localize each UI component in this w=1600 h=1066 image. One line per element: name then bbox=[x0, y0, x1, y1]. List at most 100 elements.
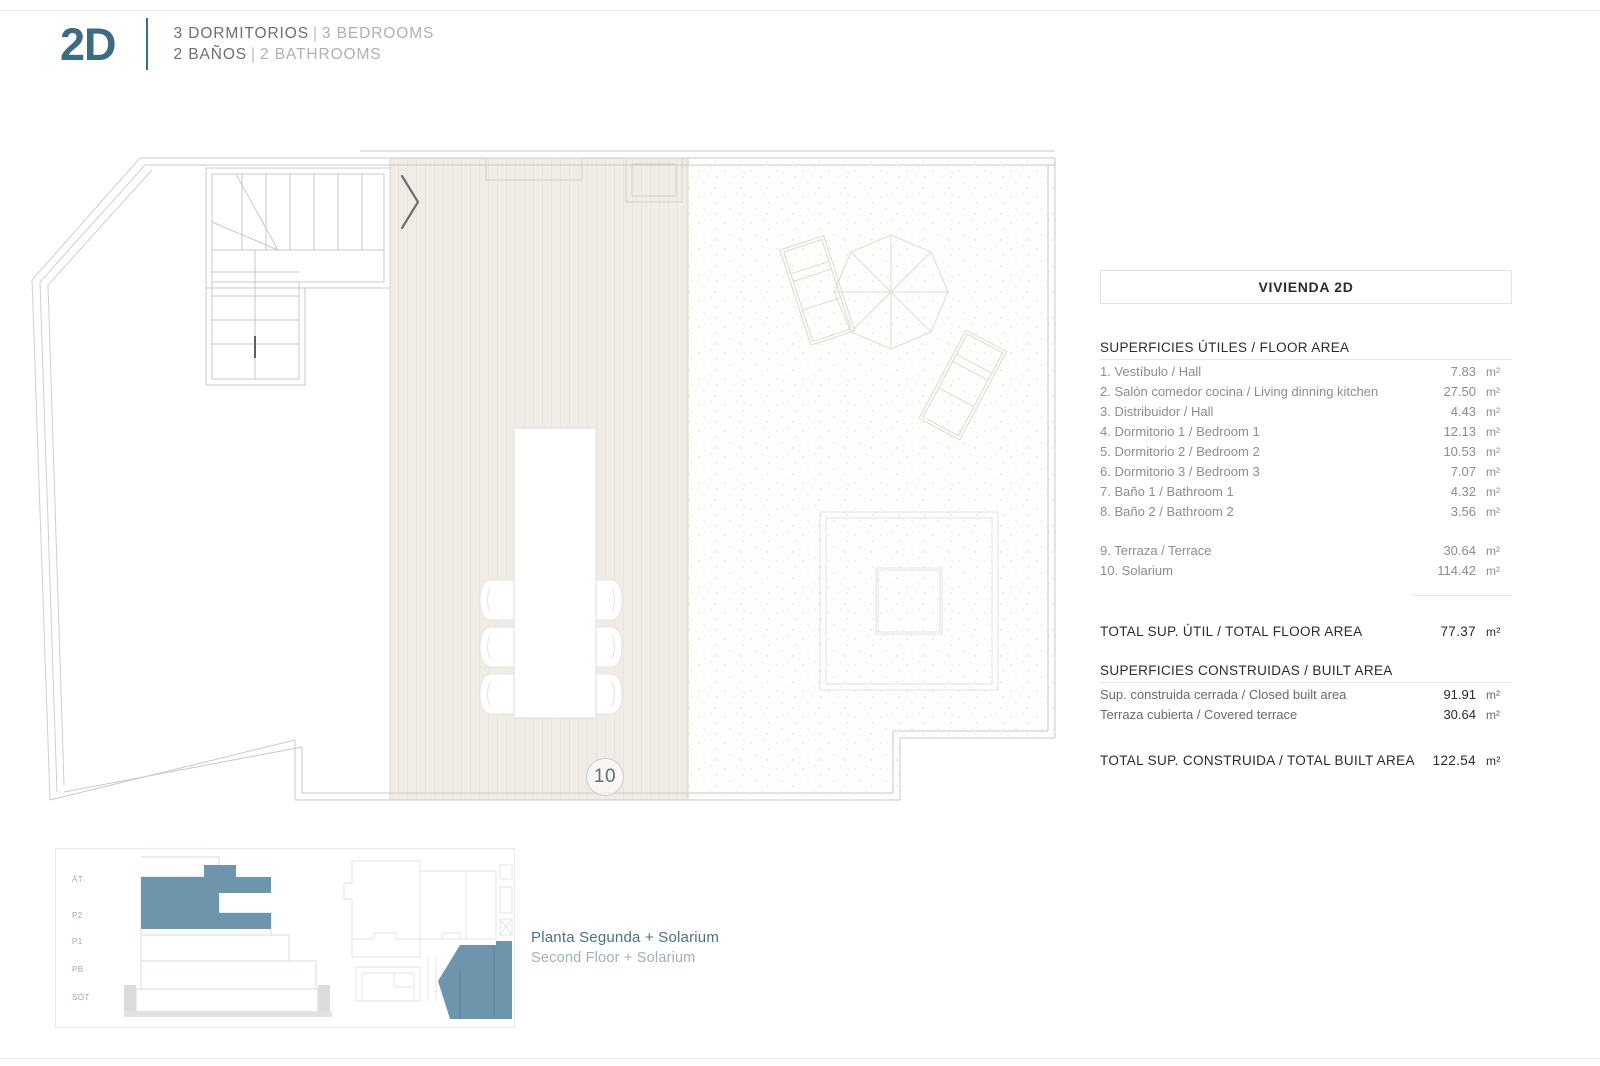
room-unit: m² bbox=[1486, 465, 1500, 479]
built-value: 30.64 bbox=[1443, 707, 1476, 722]
outdoor-unit: m² bbox=[1486, 564, 1500, 578]
room-unit: m² bbox=[1486, 425, 1500, 439]
bathrooms-en: 2 BATHROOMS bbox=[259, 46, 382, 63]
roof-feature bbox=[819, 511, 999, 691]
basement-block bbox=[124, 985, 332, 1017]
room-label: 2. Salón comedor cocina / Living dinning… bbox=[1100, 384, 1379, 399]
room-number-badge: 10 bbox=[586, 758, 624, 796]
bedrooms-separator: | bbox=[312, 25, 318, 42]
west-boundary-wall bbox=[31, 157, 153, 801]
total-built-value: 122.54 bbox=[1432, 753, 1476, 768]
spec-row: 8. Baño 2 / Bathroom 2 3.56 m² bbox=[1100, 502, 1512, 522]
room-label: 6. Dormitorio 3 / Bedroom 3 bbox=[1100, 464, 1260, 479]
built-label: Sup. construida cerrada / Closed built a… bbox=[1100, 687, 1347, 702]
floor-label-attic: ÁT. bbox=[72, 875, 85, 884]
bedrooms-line: 3 DORMITORIOS|3 BEDROOMS bbox=[174, 23, 435, 44]
solarium-surface bbox=[688, 158, 1055, 800]
room-unit: m² bbox=[1486, 405, 1500, 419]
floor-area-section: SUPERFICIES ÚTILES / FLOOR AREA 1. Vestí… bbox=[1100, 340, 1512, 643]
room-value: 4.32 bbox=[1450, 484, 1476, 499]
terrace-edges bbox=[389, 158, 689, 800]
room-unit: m² bbox=[1486, 365, 1500, 379]
caption-es: Planta Segunda + Solarium bbox=[531, 929, 720, 946]
room-unit: m² bbox=[1486, 445, 1500, 459]
spec-row: Sup. construida cerrada / Closed built a… bbox=[1100, 685, 1512, 705]
spec-row: 6. Dormitorio 3 / Bedroom 3 7.07 m² bbox=[1100, 462, 1512, 482]
room-value: 7.83 bbox=[1450, 364, 1476, 379]
highlighted-floors bbox=[141, 865, 271, 929]
spec-row: Terraza cubierta / Covered terrace 30.64… bbox=[1100, 705, 1512, 725]
room-value: 7.07 bbox=[1450, 464, 1476, 479]
spec-row: 5. Dormitorio 2 / Bedroom 2 10.53 m² bbox=[1100, 442, 1512, 462]
unit-code: 2D bbox=[60, 19, 117, 70]
spec-row: 4. Dormitorio 1 / Bedroom 1 12.13 m² bbox=[1100, 422, 1512, 442]
room-label: 3. Distribuidor / Hall bbox=[1100, 404, 1214, 419]
bathrooms-separator: | bbox=[251, 46, 256, 63]
room-label: 8. Baño 2 / Bathroom 2 bbox=[1100, 504, 1234, 519]
south-wall bbox=[49, 739, 900, 801]
header: 2D 3 DORMITORIOS|3 BEDROOMS 2 BAÑOS|2 BA… bbox=[60, 18, 434, 70]
highlighted-unit bbox=[438, 941, 512, 1019]
spec-title: VIVIENDA 2D bbox=[1100, 270, 1512, 304]
room-value: 4.43 bbox=[1450, 404, 1476, 419]
spec-row: 3. Distribuidor / Hall 4.43 m² bbox=[1100, 402, 1512, 422]
room-value: 12.13 bbox=[1443, 424, 1476, 439]
bathrooms-line: 2 BAÑOS|2 BATHROOMS bbox=[174, 44, 435, 65]
plan-caption: Planta Segunda + Solarium Second Floor +… bbox=[531, 928, 719, 968]
north-wall bbox=[140, 150, 1055, 166]
page-top-rule bbox=[0, 10, 1600, 11]
room-value: 10.53 bbox=[1443, 444, 1476, 459]
built-unit: m² bbox=[1486, 708, 1500, 722]
room-value: 3.56 bbox=[1450, 504, 1476, 519]
site-key-plan bbox=[343, 860, 513, 1002]
bathrooms-es: 2 BAÑOS bbox=[173, 46, 248, 63]
chair bbox=[479, 579, 515, 621]
caption-en: Second Floor + Solarium bbox=[531, 950, 696, 966]
total-floor-label: TOTAL SUP. ÚTIL / TOTAL FLOOR AREA bbox=[1100, 624, 1363, 639]
outdoor-value: 114.42 bbox=[1437, 563, 1476, 578]
dining-set bbox=[479, 427, 623, 719]
spec-row: 7. Baño 1 / Bathroom 1 4.32 m² bbox=[1100, 482, 1512, 502]
bedrooms-en: 3 BEDROOMS bbox=[321, 25, 435, 42]
total-floor-row: TOTAL SUP. ÚTIL / TOTAL FLOOR AREA 77.37… bbox=[1100, 614, 1512, 643]
total-floor-unit: m² bbox=[1486, 625, 1501, 639]
room-unit: m² bbox=[1486, 385, 1500, 399]
chair bbox=[479, 673, 515, 715]
key-plan-panel: ÁT. P2 P1 PB SÓT bbox=[55, 848, 515, 1028]
spec-row: 1. Vestíbulo / Hall 7.83 m² bbox=[1100, 362, 1512, 382]
chair bbox=[479, 626, 515, 668]
room-unit: m² bbox=[1486, 505, 1500, 519]
sun-lounger bbox=[918, 329, 1008, 441]
bedrooms-es: 3 DORMITORIOS bbox=[173, 25, 309, 42]
total-built-label: TOTAL SUP. CONSTRUIDA / TOTAL BUILT AREA bbox=[1100, 753, 1415, 768]
floor-label-p1: P1 bbox=[72, 937, 83, 946]
built-label: Terraza cubierta / Covered terrace bbox=[1100, 707, 1298, 722]
room-label: 7. Baño 1 / Bathroom 1 bbox=[1100, 484, 1234, 499]
sun-lounger bbox=[779, 235, 856, 346]
total-floor-value: 77.37 bbox=[1440, 624, 1476, 639]
built-area-heading: SUPERFICIES CONSTRUIDAS / BUILT AREA bbox=[1100, 663, 1512, 683]
floor-plan-drawing: 10 bbox=[20, 140, 1080, 840]
room-label: 1. Vestíbulo / Hall bbox=[1100, 364, 1202, 379]
outdoor-unit: m² bbox=[1486, 544, 1500, 558]
floor-label-pb: PB bbox=[72, 965, 84, 974]
north-openings bbox=[485, 157, 683, 203]
room-unit: m² bbox=[1486, 485, 1500, 499]
spec-row: 2. Salón comedor cocina / Living dinning… bbox=[1100, 382, 1512, 402]
built-unit: m² bbox=[1486, 688, 1500, 702]
floor-label-basement: SÓT bbox=[72, 993, 90, 1002]
total-floor-rule bbox=[1412, 595, 1512, 596]
floor-label-p2: P2 bbox=[72, 911, 83, 920]
spec-row: 10. Solarium 114.42 m² bbox=[1100, 561, 1512, 581]
specifications-panel: VIVIENDA 2D SUPERFICIES ÚTILES / FLOOR A… bbox=[1100, 270, 1512, 771]
spec-row: 9. Terraza / Terrace 30.64 m² bbox=[1100, 541, 1512, 561]
east-wall bbox=[892, 158, 1056, 800]
header-summary: 3 DORMITORIOS|3 BEDROOMS 2 BAÑOS|2 BATHR… bbox=[174, 18, 435, 65]
room-value: 27.50 bbox=[1443, 384, 1476, 399]
built-value: 91.91 bbox=[1443, 687, 1476, 702]
outdoor-value: 30.64 bbox=[1443, 543, 1476, 558]
outdoor-label: 9. Terraza / Terrace bbox=[1100, 543, 1212, 558]
total-built-row: TOTAL SUP. CONSTRUIDA / TOTAL BUILT AREA… bbox=[1100, 751, 1512, 771]
stair-direction-arrow bbox=[400, 174, 420, 230]
